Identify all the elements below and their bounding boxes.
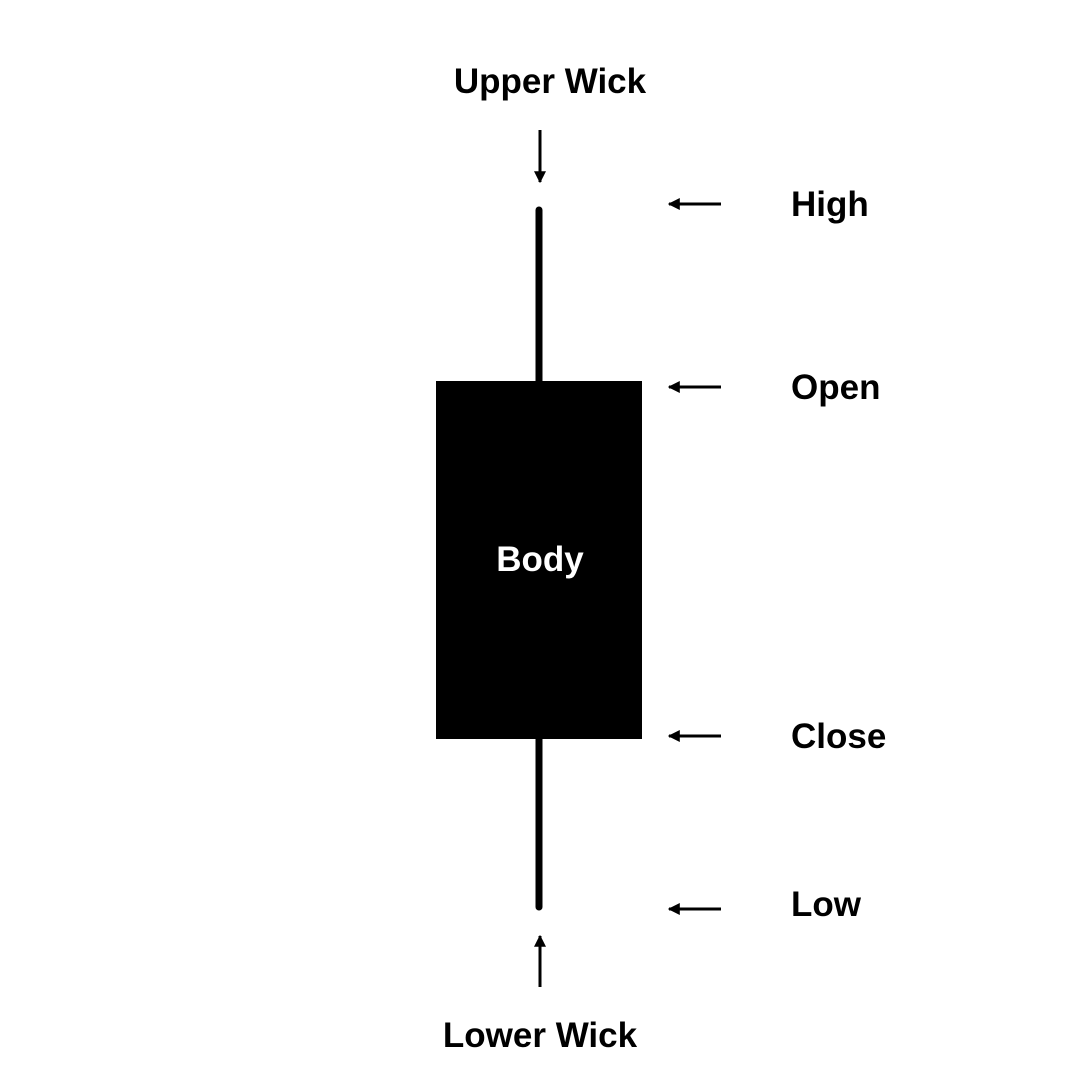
candle-body: [436, 381, 642, 739]
low-label: Low: [791, 885, 861, 924]
high-label: High: [791, 185, 869, 224]
close-label: Close: [791, 717, 887, 756]
lower-wick-label: Lower Wick: [442, 1016, 638, 1055]
open-label: Open: [791, 368, 881, 407]
body-label: Body: [496, 540, 584, 579]
upper-wick-label: Upper Wick: [453, 62, 647, 101]
